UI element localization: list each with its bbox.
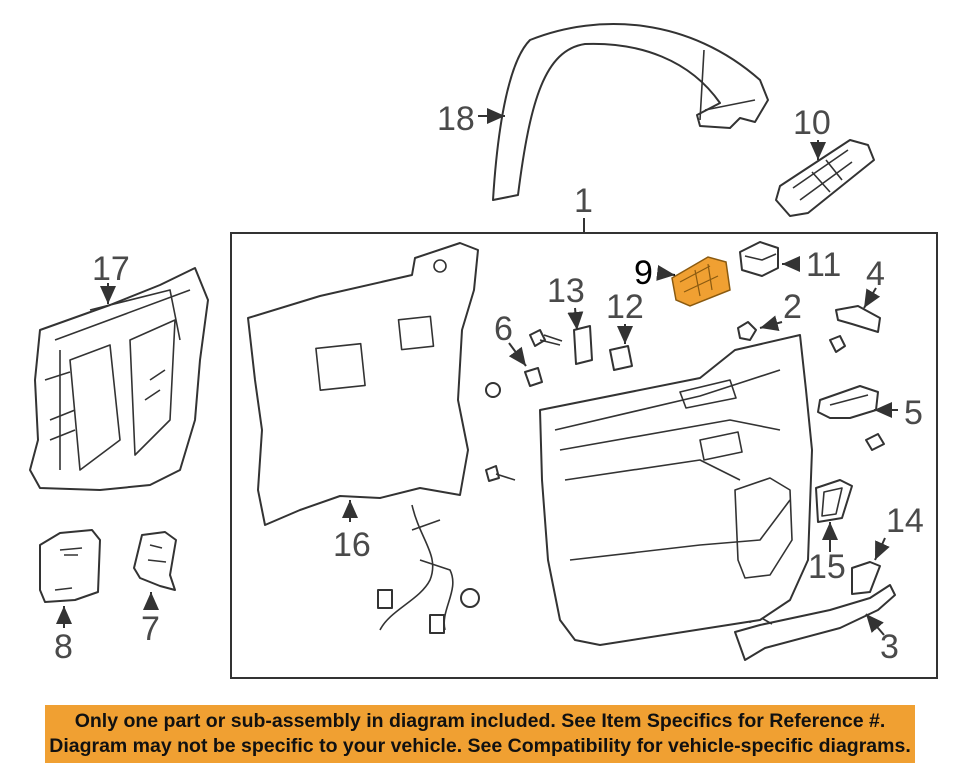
callout-9: 9	[634, 254, 653, 292]
callout-17: 17	[92, 250, 130, 288]
callout-6: 6	[494, 310, 513, 348]
disclaimer-banner: Only one part or sub-assembly in diagram…	[45, 705, 915, 763]
part-5-inside-handle	[817, 385, 885, 451]
part-12-clip	[609, 345, 633, 371]
part-7-bracket	[133, 531, 177, 591]
callout-5: 5	[904, 394, 923, 432]
callout-labels: 1 2 3 4 5 6 7 8 9 10 11 12 13 14 15 16 1…	[54, 100, 924, 666]
part-9-window-switch-highlighted	[671, 256, 731, 307]
part-13-clip	[573, 325, 593, 365]
callout-15: 15	[808, 548, 846, 586]
callout-14: 14	[886, 502, 924, 540]
callout-4: 4	[866, 255, 885, 293]
door-trim-panel	[539, 334, 813, 646]
parts-diagram: 1 2 3 4 5 6 7 8 9 10 11 12 13 14 15 16 1…	[29, 23, 938, 679]
callout-1: 1	[574, 182, 593, 220]
part-4-bracket	[829, 305, 881, 353]
part-11-switch-module	[739, 241, 779, 277]
disclaimer-line-1: Only one part or sub-assembly in diagram…	[74, 710, 886, 732]
callout-7: 7	[141, 610, 160, 648]
part-10-window-switch	[775, 139, 875, 217]
part-17-door-module-panel	[29, 267, 209, 491]
callout-13: 13	[547, 272, 585, 310]
part-2-push-pin	[737, 321, 757, 341]
part-14-switch-bezel	[851, 561, 881, 595]
callout-10: 10	[793, 104, 831, 142]
part-16-water-deflector	[247, 242, 479, 526]
wiring-harness	[377, 504, 480, 634]
callout-12: 12	[606, 288, 644, 326]
callout-8: 8	[54, 628, 73, 666]
callout-18: 18	[437, 100, 475, 138]
part-18-window-frame-molding	[492, 23, 769, 201]
part-8-sensor-module	[39, 529, 101, 603]
callout-11: 11	[806, 246, 841, 284]
callout-16: 16	[333, 526, 371, 564]
callout-3: 3	[880, 628, 899, 666]
disclaimer-line-2: Diagram may not be specific to your vehi…	[49, 735, 911, 757]
callout-2: 2	[783, 288, 802, 326]
part-6-screw	[485, 329, 563, 482]
part-15-bezel	[815, 479, 853, 523]
